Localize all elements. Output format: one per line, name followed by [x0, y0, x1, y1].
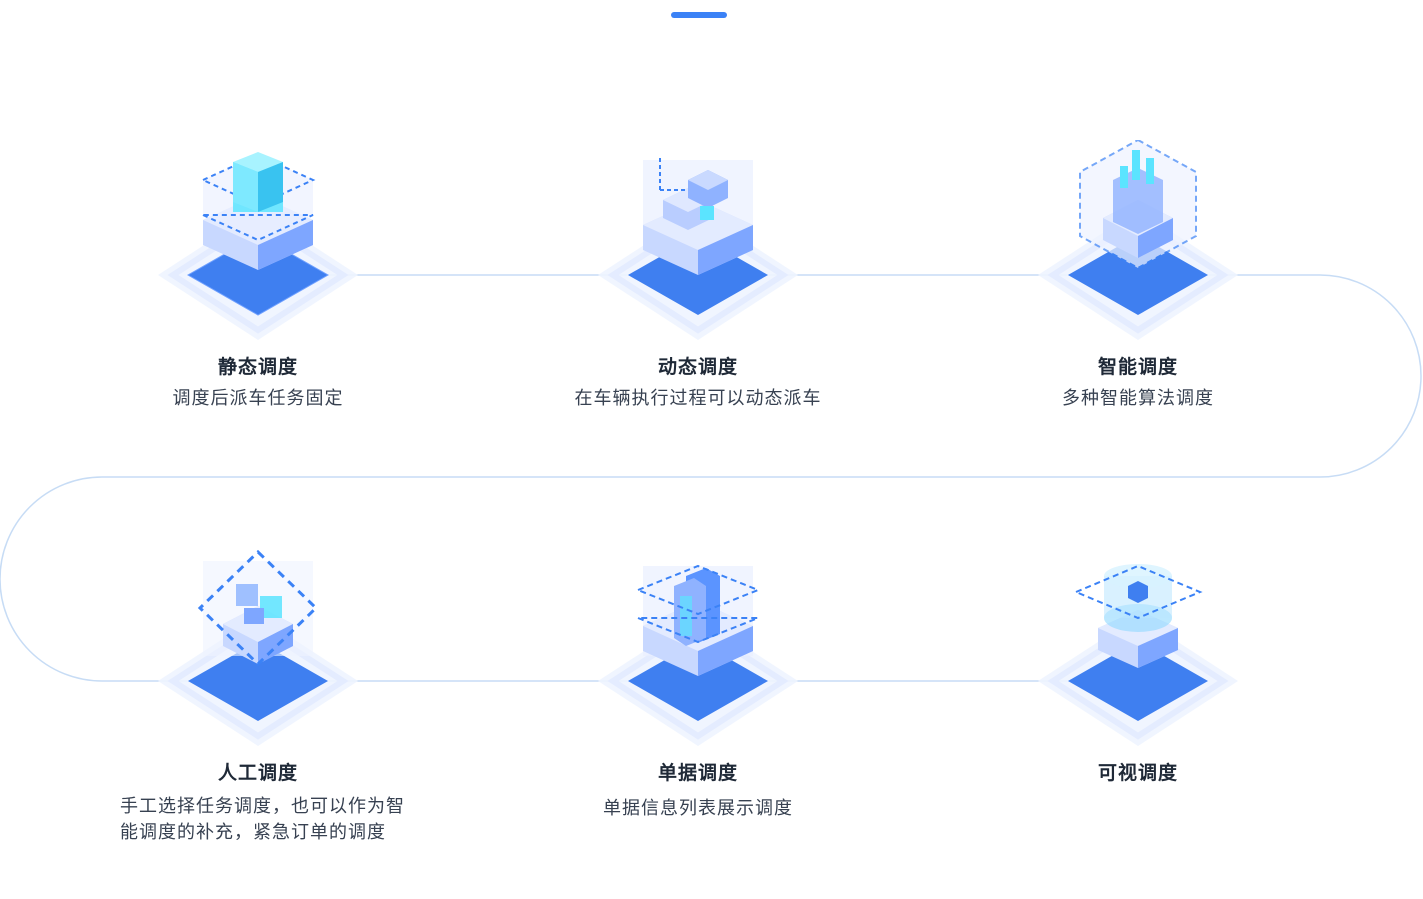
feature-title: 动态调度 [657, 356, 738, 378]
smart-hexagon-icon [1038, 140, 1238, 340]
feature-title: 智能调度 [1097, 356, 1178, 378]
manual-diamond-icon [158, 549, 358, 746]
feature-title: 单据调度 [657, 762, 738, 784]
feature-title: 可视调度 [1097, 762, 1178, 784]
feature-desc: 调度后派车任务固定 [172, 388, 344, 409]
dynamic-blocks-icon [598, 158, 798, 340]
visual-cylinder-icon [1038, 564, 1238, 746]
feature-desc: 手工选择任务调度，也可以作为智能调度的补充，紧急订单的调度 [120, 796, 405, 843]
feature-desc: 多种智能算法调度 [1062, 388, 1214, 409]
feature-desc: 在车辆执行过程可以动态派车 [574, 388, 822, 409]
feature-title: 静态调度 [217, 356, 298, 378]
static-cube-icon [158, 152, 358, 340]
feature-title: 人工调度 [217, 762, 298, 784]
document-icon [598, 564, 798, 746]
feature-desc: 单据信息列表展示调度 [603, 798, 793, 819]
top-accent-bar [671, 12, 727, 18]
